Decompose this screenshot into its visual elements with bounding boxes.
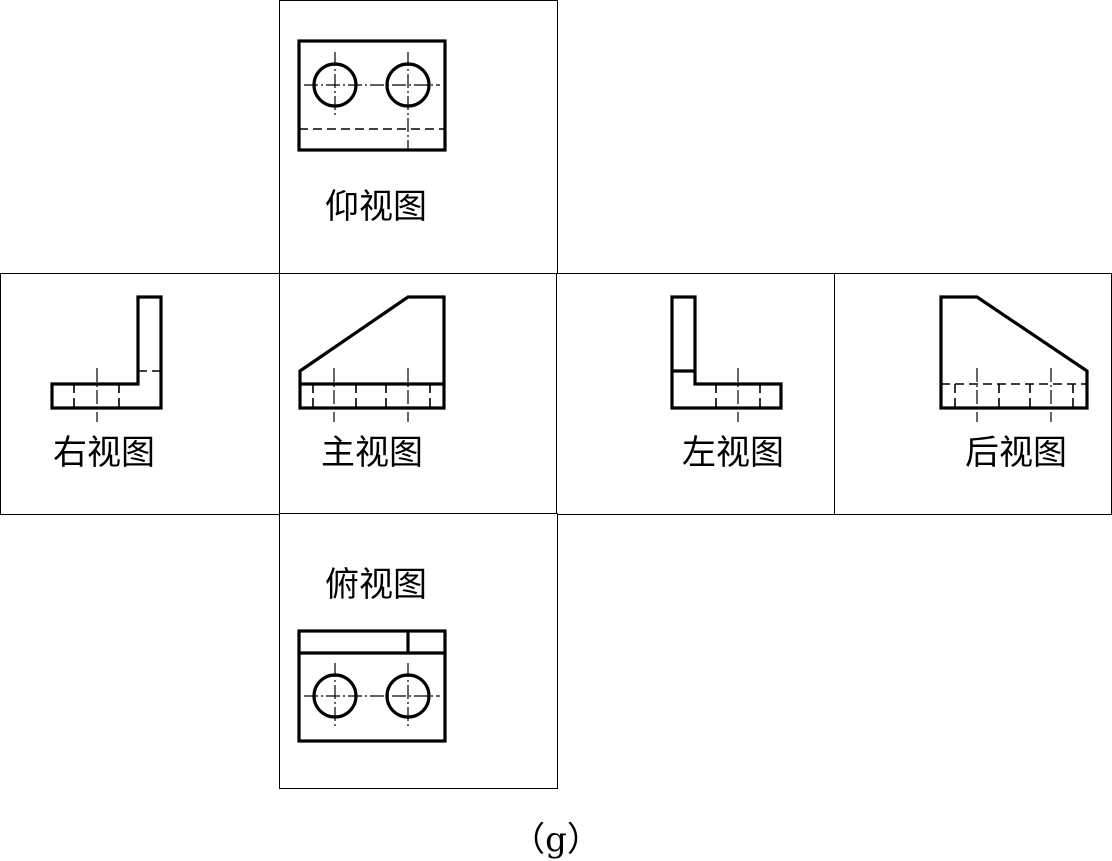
back-view-outline (939, 295, 1089, 410)
figure-caption: （g） (511, 820, 601, 860)
back-view-label: 后视图 (965, 433, 1067, 473)
front-view-outline (298, 295, 446, 410)
top-view-outline (297, 629, 447, 743)
bottom-view-panel (279, 0, 558, 275)
bottom-view-label: 仰视图 (325, 187, 427, 227)
left-view-outline (670, 295, 783, 410)
left-view-label: 左视图 (682, 433, 784, 473)
back-view-panel (834, 273, 1112, 515)
right-view-panel (0, 273, 281, 515)
bottom-view-outline (297, 39, 447, 152)
front-view-label: 主视图 (321, 433, 423, 473)
top-view-panel (279, 513, 558, 789)
top-view-label: 俯视图 (325, 565, 427, 605)
right-view-label: 右视图 (53, 433, 155, 473)
right-view-outline (50, 295, 163, 410)
